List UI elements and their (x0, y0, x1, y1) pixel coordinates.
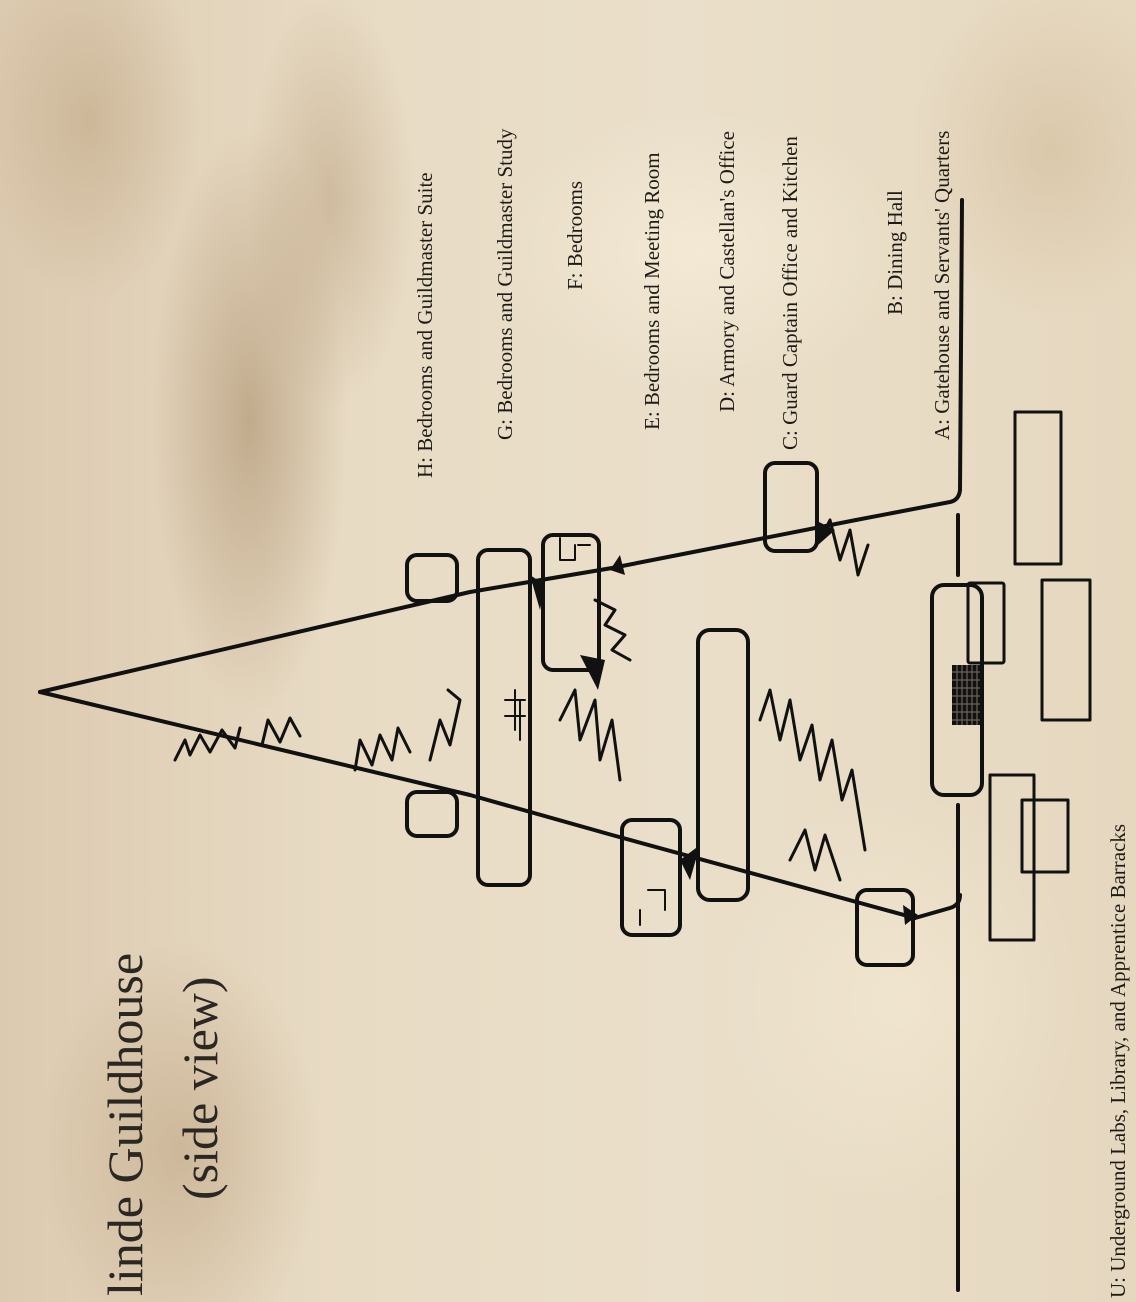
legend-item-h: H: Bedrooms and Guildmaster Suite (415, 172, 436, 478)
tower-right-wall (40, 520, 856, 692)
gatehouse-portcullis (952, 665, 980, 725)
map-title: linde Guildhouse (100, 953, 150, 1296)
legend-item-d: D: Armory and Castellan's Office (717, 131, 738, 412)
legend-item-e: E: Bedrooms and Meeting Room (642, 152, 663, 430)
room-f-lower (622, 820, 680, 935)
room-f-upper (543, 535, 599, 670)
underground-room-4 (1022, 800, 1068, 872)
legend-item-c: C: Guard Captain Office and Kitchen (780, 136, 801, 450)
underground-room-2 (1042, 580, 1090, 720)
legend-item-u: U: Underground Labs, Library, and Appren… (1108, 824, 1129, 1298)
room-g (478, 550, 530, 885)
underground-room-1 (1015, 412, 1061, 564)
room-h-upper (407, 555, 457, 601)
legend-item-a: A: Gatehouse and Servants' Quarters (932, 131, 953, 440)
room-b (857, 890, 913, 965)
legend-item-f: F: Bedrooms (565, 181, 586, 290)
room-h-lower (407, 792, 457, 836)
legend-item-b: B: Dining Hall (885, 190, 906, 315)
legend-item-g: G: Bedrooms and Guildmaster Study (495, 129, 516, 440)
gatehouse-annex (968, 583, 1004, 663)
map-subtitle: (side view) (175, 976, 225, 1200)
